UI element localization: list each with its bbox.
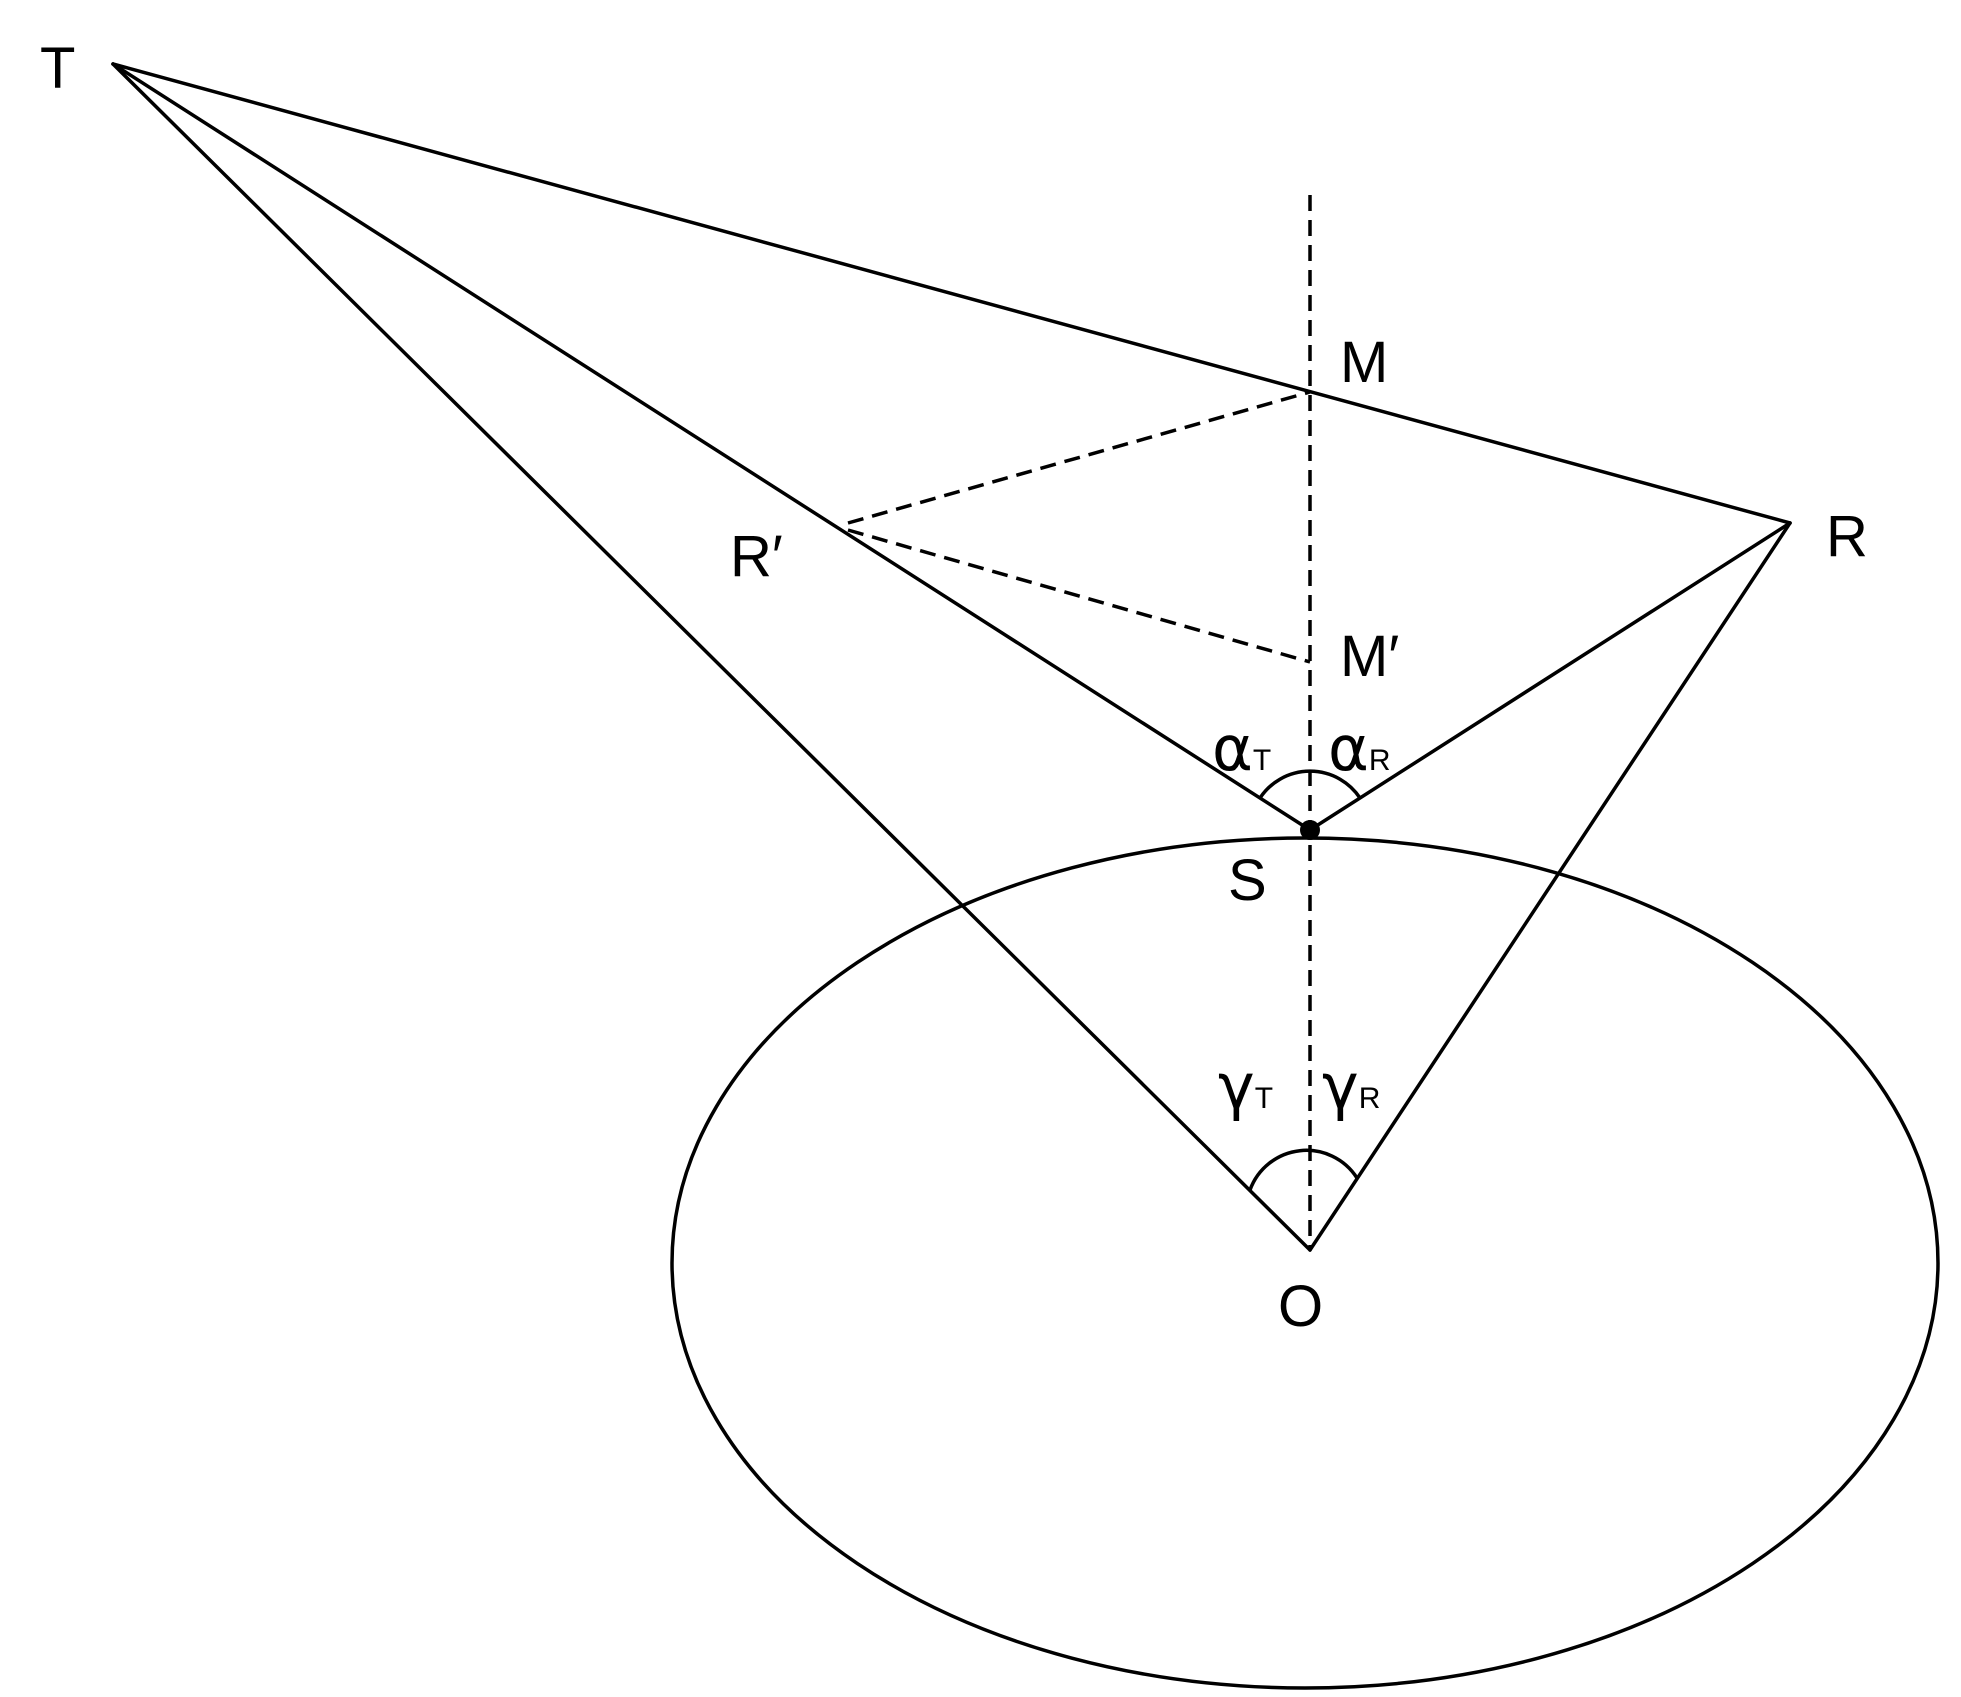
line-t-o	[111, 62, 1312, 1252]
label-r-prime: R′	[730, 524, 783, 589]
line-rprime-m-dashed	[847, 390, 1311, 525]
point-s-dot	[1300, 820, 1320, 840]
label-gamma-t: γT	[1218, 1050, 1273, 1123]
earth-ellipse	[670, 836, 1940, 1690]
label-alpha-t: αT	[1212, 712, 1271, 785]
label-s: S	[1228, 848, 1267, 913]
label-m-prime: M′	[1340, 624, 1399, 689]
gamma-arc	[1248, 1148, 1359, 1191]
label-t: T	[40, 36, 75, 101]
line-s-r	[1308, 521, 1792, 832]
label-m: M	[1340, 330, 1388, 395]
label-r: R	[1826, 504, 1868, 569]
label-alpha-r: αR	[1328, 712, 1391, 785]
label-gamma-r: γR	[1322, 1050, 1380, 1123]
line-rprime-mprime-dashed	[847, 528, 1311, 664]
line-t-s	[111, 62, 1312, 832]
label-o: O	[1278, 1274, 1323, 1339]
alpha-arc	[1258, 769, 1362, 799]
line-o-r	[1308, 521, 1792, 1252]
line-t-r	[111, 62, 1792, 525]
